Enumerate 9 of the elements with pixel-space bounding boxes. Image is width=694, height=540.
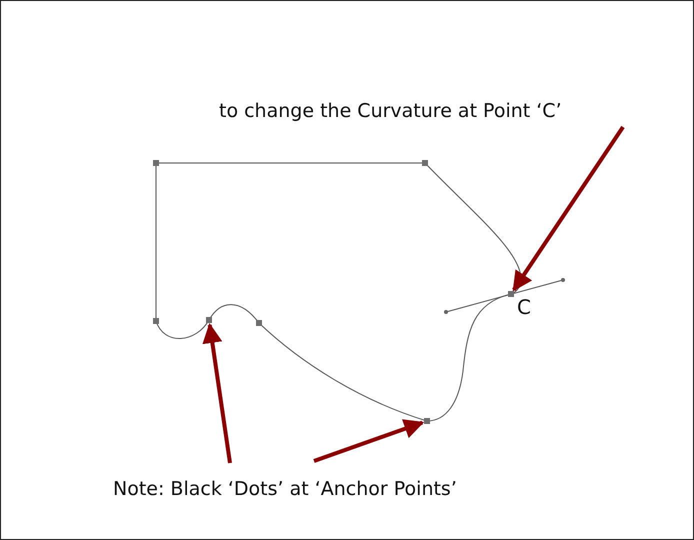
arrow xyxy=(512,126,625,292)
arrow xyxy=(202,322,232,464)
arrow xyxy=(313,419,424,463)
anchor-point xyxy=(508,291,514,297)
anchor-point xyxy=(206,317,212,323)
anchor-point xyxy=(424,418,430,424)
note-text: Note: Black ‘Dots’ at ‘Anchor Points’ xyxy=(113,477,457,501)
point-label: C xyxy=(517,295,531,319)
note-text: to change the Curvature at Point ‘C’ xyxy=(219,99,562,123)
